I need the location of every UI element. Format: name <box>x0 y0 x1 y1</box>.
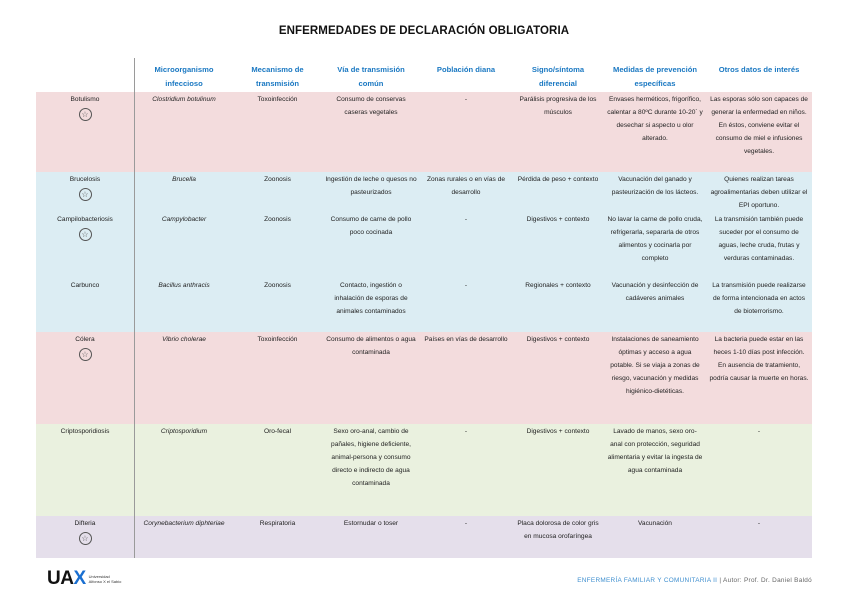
route-cell: Ingestión de leche o quesos no pasteuriz… <box>325 176 417 197</box>
mechanism-cell: Zoonosis <box>264 176 291 183</box>
header-other: Otros datos de interés <box>718 65 800 74</box>
table-row: Carbunco Bacillus anthracis Zoonosis Con… <box>36 278 812 332</box>
microorganism-cell: Corynebacterium diphteriae <box>143 520 225 527</box>
disease-name: Carbunco <box>70 282 100 289</box>
course-name: ENFERMERÍA FAMILIAR Y COMUNITARIA II <box>577 577 718 584</box>
table-header: Microorganismo infeccioso Mecanismo de t… <box>36 58 812 92</box>
university-logo: UAX Universidad Alfonso X el Sabio <box>47 568 121 590</box>
header-mechanism: Mecanismo de transmisión <box>251 65 304 88</box>
disease-name: Brucelosis <box>69 176 101 183</box>
sign-cell: Pérdida de peso + contexto <box>517 176 599 183</box>
header-sign: Signo/síntoma diferencial <box>531 65 585 88</box>
header-route: Vía de transmisión común <box>337 65 405 88</box>
other-cell: - <box>757 428 761 435</box>
header-microorganism: Microorganismo infeccioso <box>154 65 214 88</box>
mechanism-cell: Respiratoria <box>259 520 296 527</box>
microorganism-cell: Campylobacter <box>161 216 207 223</box>
page-footer: ENFERMERÍA FAMILIAR Y COMUNITARIA II | A… <box>577 577 812 584</box>
star-badge-icon: ☆ <box>78 228 92 242</box>
other-cell: - <box>757 520 761 527</box>
microorganism-cell: Vibrio cholerae <box>162 336 206 343</box>
table-row: Botulismo ☆ Clostridium botulinum Toxoinf… <box>36 92 812 172</box>
mechanism-cell: Toxoinfección <box>257 336 298 343</box>
other-cell: La transmisión puede realizarse de forma… <box>712 282 806 316</box>
sign-cell: Placa dolorosa de color gris en mucosa o… <box>517 520 599 541</box>
disease-name: Campilobacteriosis <box>57 216 113 223</box>
header-population: Población diana <box>436 65 496 74</box>
sign-cell: Digestivos + contexto <box>526 336 590 343</box>
microorganism-cell: Brucella <box>172 176 196 183</box>
other-cell: La bacteria puede estar en las heces 1-1… <box>709 336 809 383</box>
prevention-cell: Lavado de manos, sexo oro-anal con prote… <box>607 428 703 475</box>
sign-cell: Digestivos + contexto <box>526 216 590 223</box>
route-cell: Consumo de alimentos o agua contaminada <box>326 336 416 357</box>
prevention-cell: Instalaciones de saneamiento óptimas y a… <box>610 336 700 396</box>
microorganism-cell: Bacillus anthracis <box>158 282 210 289</box>
star-badge-icon: ☆ <box>78 188 92 202</box>
star-badge-icon: ☆ <box>78 532 92 546</box>
mechanism-cell: Toxoinfección <box>257 96 298 103</box>
star-badge-icon: ☆ <box>78 348 92 362</box>
table-row: Brucelosis ☆ Brucella Zoonosis Ingestión … <box>36 172 812 212</box>
sign-cell: Regionales + contexto <box>525 282 591 289</box>
logo-subtitle-line2: Alfonso X el Sabio <box>88 579 122 584</box>
table-row: Difteria ☆ Corynebacterium diphteriae Res… <box>36 516 812 558</box>
table-row: Campilobacteriosis ☆ Campylobacter Zoonos… <box>36 212 812 278</box>
population-cell: - <box>464 216 468 223</box>
logo-mark: UAX <box>47 568 86 589</box>
header-disease <box>36 58 135 92</box>
page-title: ENFERMEDADES DE DECLARACIÓN OBLIGATORIA <box>278 25 570 37</box>
population-cell: - <box>464 428 468 435</box>
table-row: Cólera ☆ Vibrio cholerae Toxoinfección Co… <box>36 332 812 424</box>
disease-name: Criptosporidiosis <box>60 428 110 435</box>
table-row: Criptosporidiosis Criptosporidium Oro-fe… <box>36 424 812 516</box>
disease-name: Difteria <box>74 520 96 527</box>
population-cell: - <box>464 96 468 103</box>
star-badge-icon: ☆ <box>78 108 92 122</box>
sign-cell: Digestivos + contexto <box>526 428 590 435</box>
route-cell: Estornudar o toser <box>343 520 399 527</box>
header-prevention: Medidas de prevención específicas <box>613 65 697 88</box>
population-cell: - <box>464 282 468 289</box>
prevention-cell: No lavar la carne de pollo cruda, refrig… <box>607 216 703 263</box>
population-cell: Zonas rurales o en vías de desarrollo <box>426 176 506 197</box>
mechanism-cell: Zoonosis <box>264 216 291 223</box>
route-cell: Contacto, ingestión o inhalación de espo… <box>334 282 408 316</box>
population-cell: - <box>464 520 468 527</box>
other-cell: Las esporas sólo son capaces de generar … <box>710 96 808 156</box>
microorganism-cell: Criptosporidium <box>160 428 208 435</box>
disease-name: Cólera <box>75 336 95 343</box>
other-cell: Quienes realizan tareas agroalimentarias… <box>710 176 808 210</box>
route-cell: Consumo de carne de pollo poco cocinada <box>330 216 412 237</box>
prevention-cell: Vacunación <box>638 520 672 527</box>
prevention-cell: Vacunación del ganado y pasteurización d… <box>611 176 699 197</box>
route-cell: Consumo de conservas caseras vegetales <box>336 96 406 117</box>
route-cell: Sexo oro-anal, cambio de pañales, higien… <box>331 428 411 488</box>
disease-name: Botulismo <box>70 96 100 103</box>
prevention-cell: Envases herméticos, frigorífico, calenta… <box>607 96 703 143</box>
prevention-cell: Vacunación y desinfección de cadáveres a… <box>611 282 699 303</box>
sign-cell: Parálisis progresiva de los músculos <box>519 96 597 117</box>
logo-subtitle-line1: Universidad <box>88 574 110 579</box>
author-credit: | Autor: Prof. Dr. Daniel Baldó <box>717 577 812 584</box>
mechanism-cell: Oro-fecal <box>263 428 292 435</box>
diseases-table: Microorganismo infeccioso Mecanismo de t… <box>36 58 812 558</box>
mechanism-cell: Zoonosis <box>264 282 291 289</box>
microorganism-cell: Clostridium botulinum <box>152 96 216 103</box>
other-cell: La transmisión también puede suceder por… <box>714 216 804 263</box>
population-cell: Países en vías de desarrollo <box>424 336 508 343</box>
